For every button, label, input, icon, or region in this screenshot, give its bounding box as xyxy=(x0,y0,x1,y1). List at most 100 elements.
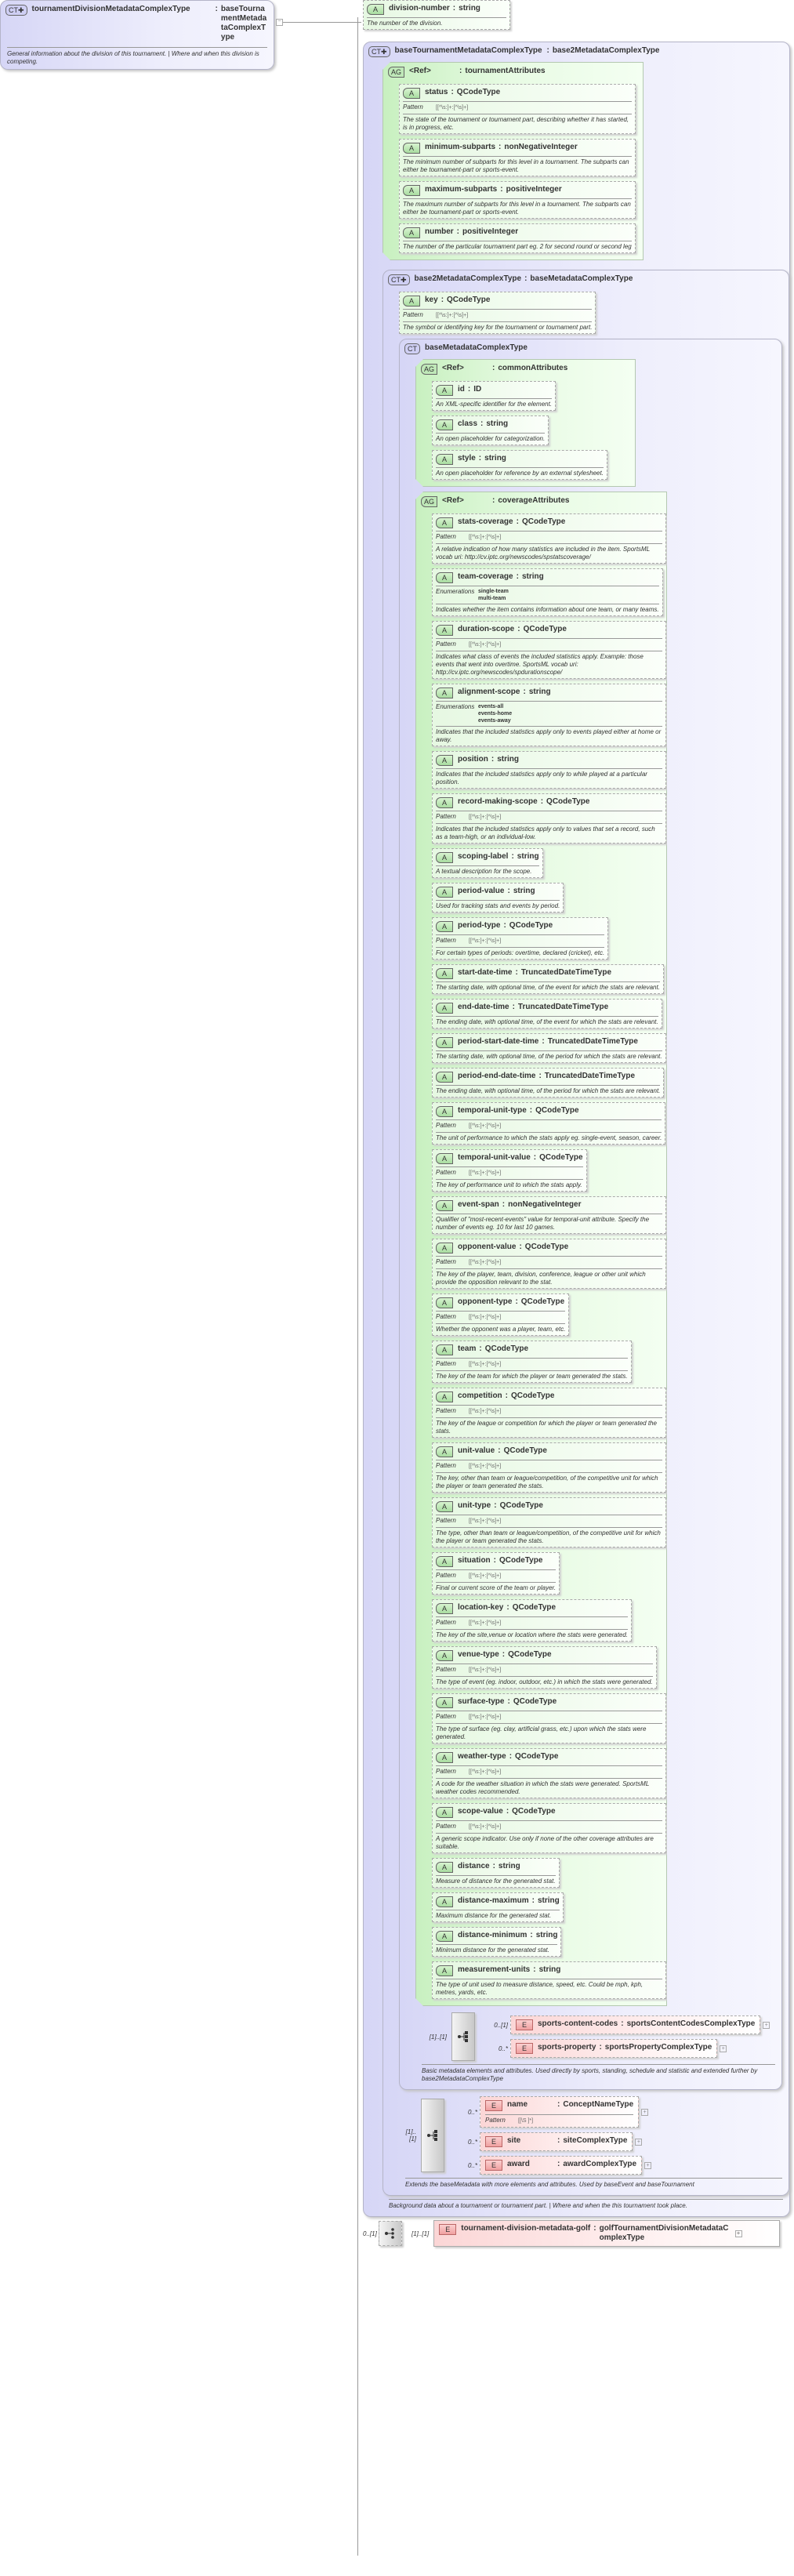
expand-icon[interactable]: + xyxy=(644,2161,652,2169)
attribute-name: record-making-scope xyxy=(458,797,538,806)
attribute-name: situation xyxy=(458,1556,491,1565)
attribute-name: distance-maximum xyxy=(458,1896,529,1905)
attribute-desc: A textual description for the scope. xyxy=(436,865,539,877)
attribute-icon: A xyxy=(436,1965,453,1976)
sequence-icon[interactable] xyxy=(421,2099,444,2172)
attribute-desc: The key of the player, team, division, c… xyxy=(436,1268,662,1288)
enumeration-value: events-all xyxy=(478,704,504,709)
expand-icon[interactable]: + xyxy=(720,2044,727,2052)
element-name: award xyxy=(507,2160,530,2168)
attribute-icon: A xyxy=(367,4,384,15)
expand-icon[interactable]: + xyxy=(641,2108,649,2116)
cardinality: 0..* xyxy=(498,2044,508,2052)
base-tournament-complex-type[interactable]: CT✚ baseTournamentMetadataComplexType : … xyxy=(363,42,790,2217)
collapse-toggle[interactable]: − xyxy=(276,19,283,26)
type-name: baseMetadataComplexType xyxy=(425,343,528,352)
expand-icon[interactable]: + xyxy=(763,2021,770,2029)
expand-icon[interactable]: + xyxy=(734,2230,742,2237)
base-metadata-complex-type[interactable]: CT baseMetadataComplexType AG<Ref>:commo… xyxy=(399,339,782,2090)
attribute-type: string xyxy=(537,1896,560,1905)
attribute-desc: Indicates that the included statistics a… xyxy=(436,768,662,788)
attribute-icon: A xyxy=(436,1200,453,1211)
attribute-icon: A xyxy=(436,1752,453,1763)
choice-icon[interactable] xyxy=(379,2221,402,2246)
attribute-desc: The key of the site,venue or location wh… xyxy=(436,1629,628,1641)
attribute-type: TruncatedDateTimeType xyxy=(517,1003,609,1011)
attribute-icon: A xyxy=(436,572,453,583)
attribute-name: venue-type xyxy=(458,1650,499,1659)
attribute-desc: The state of the tournament or tournamen… xyxy=(403,114,632,133)
complex-type-icon: CT✚ xyxy=(368,46,390,57)
pattern-value: [[^\s:]+:[^\s]+] xyxy=(469,1573,502,1579)
complex-type-icon: CT xyxy=(404,343,420,354)
attribute-name: weather-type xyxy=(458,1752,506,1761)
attribute-name: period-end-date-time xyxy=(458,1072,536,1080)
expand-icon[interactable]: + xyxy=(635,2138,643,2146)
pattern-value: [[^\s:]+:[^\s]+] xyxy=(469,1464,502,1469)
attribute-type: QCodeType xyxy=(499,1501,543,1510)
attribute-name: stats-coverage xyxy=(458,517,513,526)
attribute-type: string xyxy=(528,688,551,696)
root-complex-type[interactable]: CT✚ tournamentDivisionMetadataComplexTyp… xyxy=(0,0,274,70)
sequence-icon[interactable] xyxy=(451,2012,475,2061)
attribute-icon: A xyxy=(436,1243,453,1254)
attribute-group-icon: AG xyxy=(421,364,437,375)
base2-metadata-complex-type[interactable]: CT✚ base2MetadataComplexType : baseMetad… xyxy=(382,270,789,2196)
attribute-desc: The symbol or identifying key for the to… xyxy=(403,321,593,333)
attribute-icon: A xyxy=(436,921,453,932)
attribute-icon: A xyxy=(436,385,453,396)
attribute-desc: The ending date, with optional time, of … xyxy=(436,1016,658,1028)
attribute-desc: An open placeholder for reference by an … xyxy=(436,467,604,479)
